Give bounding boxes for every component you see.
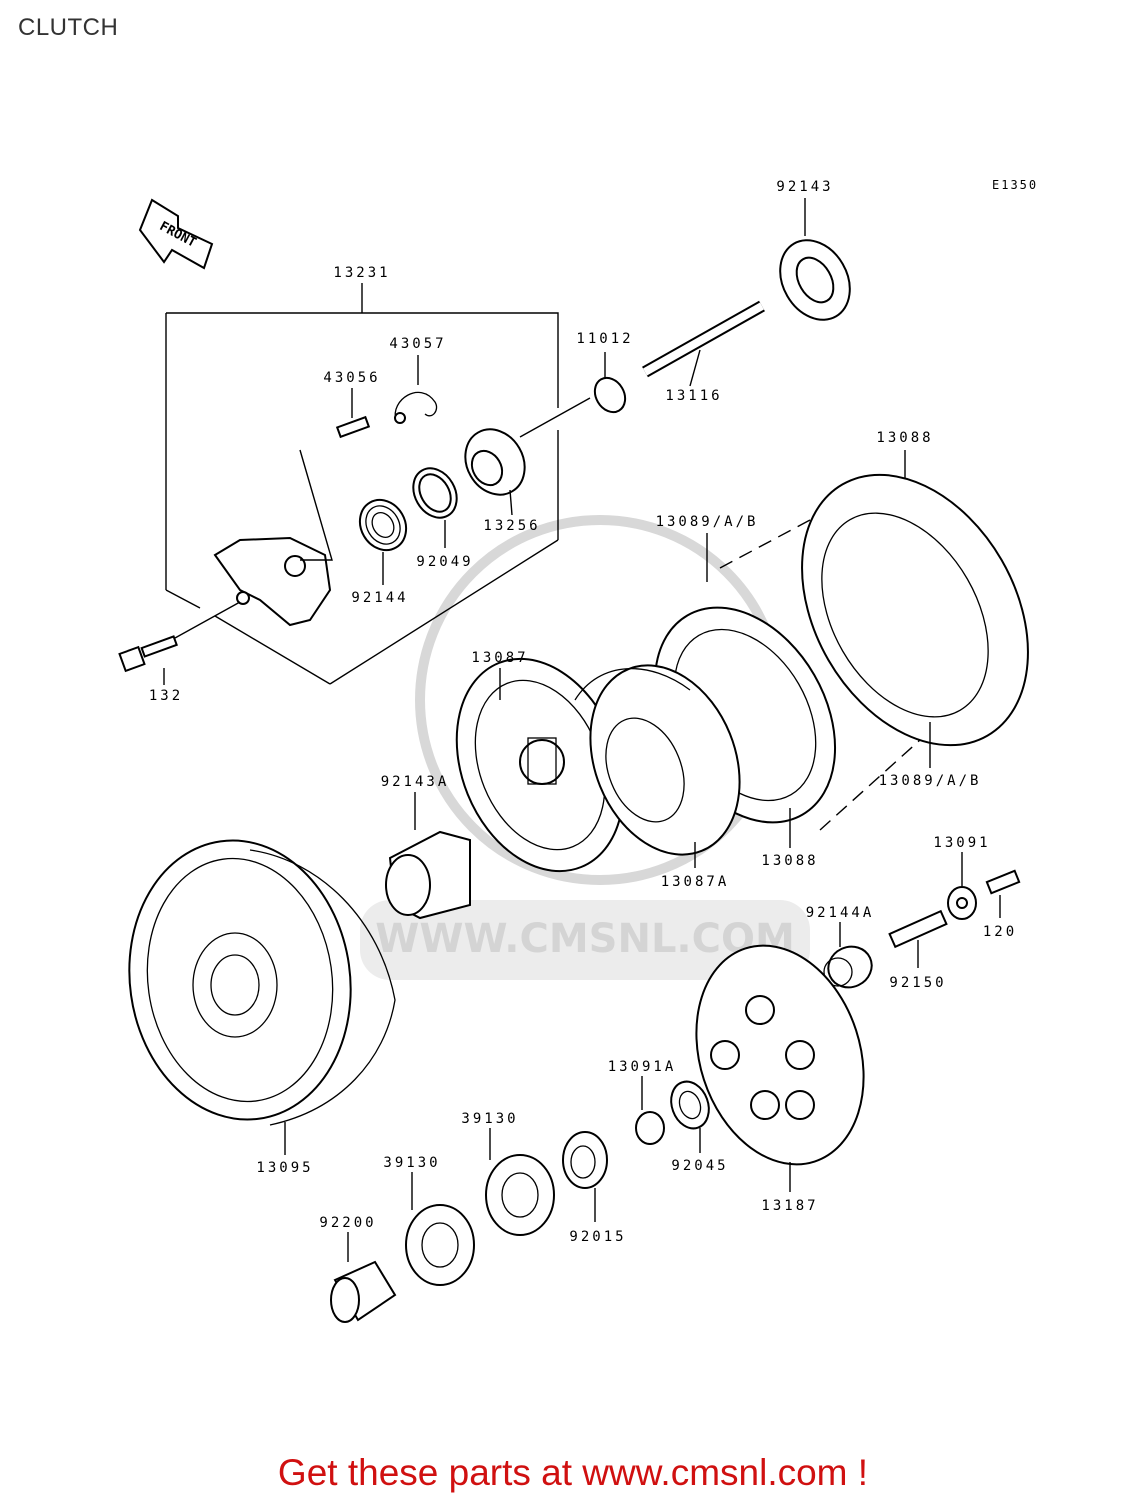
part-13187-pressure-plate	[695, 944, 865, 1192]
part-13091-nut	[947, 852, 977, 920]
part-label-39130-b[interactable]: 39130	[383, 1155, 440, 1171]
front-arrow-icon: FRONT	[138, 198, 214, 270]
part-92144-spring	[358, 498, 408, 585]
part-label-13089-bottom[interactable]: 13089/A/B	[879, 773, 982, 789]
part-label-13091[interactable]: 13091	[933, 835, 990, 851]
part-92200-needle-bearing	[330, 1232, 397, 1323]
part-43057-clip	[394, 355, 438, 424]
part-label-13087A[interactable]: 13087A	[661, 874, 730, 890]
part-label-43056[interactable]: 43056	[323, 370, 380, 386]
part-132-bolt	[118, 601, 241, 685]
part-39130-lockwasher-a	[485, 1128, 555, 1236]
part-13091A-cap	[635, 1076, 665, 1145]
part-39130-lockwasher-b	[405, 1172, 475, 1286]
part-13095-clutch-housing	[128, 839, 396, 1155]
watermark-text: WWW.CMSNL.COM	[375, 916, 795, 962]
part-13087A-clutch-boss	[574, 664, 741, 868]
part-label-43057[interactable]: 43057	[389, 336, 446, 352]
part-label-120[interactable]: 120	[983, 924, 1017, 940]
page-title: CLUTCH	[18, 14, 119, 41]
part-label-92143A[interactable]: 92143A	[381, 774, 450, 790]
part-label-13231[interactable]: 13231	[333, 265, 390, 281]
part-92049-ring	[412, 467, 458, 548]
part-label-92143[interactable]: 92143	[776, 179, 833, 195]
part-11012-bushing	[593, 352, 627, 414]
part-label-92015[interactable]: 92015	[569, 1229, 626, 1245]
part-label-11012[interactable]: 11012	[576, 331, 633, 347]
part-120-bolt	[985, 869, 1021, 918]
part-13256-bearing	[464, 397, 591, 516]
part-label-92144A[interactable]: 92144A	[806, 905, 875, 921]
part-label-92150[interactable]: 92150	[889, 975, 946, 991]
part-label-92144[interactable]: 92144	[351, 590, 408, 606]
footer-link[interactable]: Get these parts at www.cmsnl.com !	[277, 1452, 869, 1493]
diagram-code: E1350	[992, 178, 1039, 192]
part-label-13095[interactable]: 13095	[256, 1160, 313, 1176]
part-label-92049[interactable]: 92049	[416, 554, 473, 570]
part-label-13116[interactable]: 13116	[665, 388, 722, 404]
part-label-13088-bottom[interactable]: 13088	[761, 853, 818, 869]
part-13088-friction-plate-top	[801, 450, 1029, 747]
part-92143A-collar	[385, 792, 471, 920]
part-label-13091A[interactable]: 13091A	[608, 1059, 677, 1075]
part-92144A-spring	[823, 922, 873, 989]
part-label-39130-a[interactable]: 39130	[461, 1111, 518, 1127]
part-label-92200[interactable]: 92200	[319, 1215, 376, 1231]
part-label-13187[interactable]: 13187	[761, 1198, 818, 1214]
part-13116-rod	[642, 300, 765, 387]
part-label-132[interactable]: 132	[149, 688, 183, 704]
part-label-92045[interactable]: 92045	[671, 1158, 728, 1174]
part-43056-screw	[335, 388, 371, 439]
part-92143-seal	[779, 198, 851, 321]
part-label-13087[interactable]: 13087	[471, 650, 528, 666]
part-92015-nut	[562, 1131, 608, 1222]
part-92045-bearing	[670, 1080, 710, 1153]
assembly-13231-bracket	[165, 283, 559, 685]
part-label-13256[interactable]: 13256	[483, 518, 540, 534]
exploded-parts-diagram: WWW.CMSNL.COM FRONT	[118, 179, 1029, 1323]
part-label-13088-top[interactable]: 13088	[876, 430, 933, 446]
part-label-13089-top[interactable]: 13089/A/B	[656, 514, 759, 530]
part-release-lever	[213, 449, 333, 627]
part-92150-bolt	[888, 909, 948, 968]
part-13087-clutch-hub	[455, 657, 625, 873]
